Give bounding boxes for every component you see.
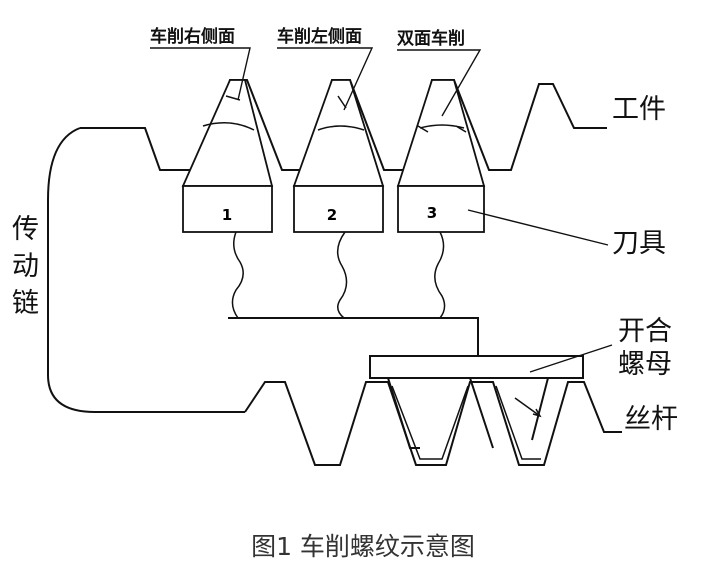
leader-both-flanks bbox=[397, 49, 482, 117]
tool-2-number: 2 bbox=[327, 206, 337, 224]
half-nut-body bbox=[369, 355, 584, 379]
label-drive-chain-2: 动 bbox=[12, 251, 39, 282]
half-nut-arrow bbox=[514, 397, 542, 418]
tool-3-flank-mark bbox=[417, 124, 467, 133]
label-drive-chain-3: 链 bbox=[12, 288, 39, 319]
tool-3-shank bbox=[434, 231, 446, 319]
label-right-flank: 车削右侧面 bbox=[150, 26, 235, 47]
tool-2: 2 bbox=[292, 79, 385, 319]
leader-left-flank bbox=[277, 47, 374, 111]
label-tool: 刀具 bbox=[612, 228, 666, 259]
label-half-nut-line2: 螺母 bbox=[618, 349, 672, 380]
tool-3: 3 bbox=[396, 79, 486, 319]
leader-tool bbox=[467, 209, 609, 246]
label-half-nut-line1: 开合 bbox=[618, 316, 672, 347]
tool-3-body bbox=[397, 185, 485, 233]
drive-chain-line bbox=[47, 127, 245, 413]
figure-caption: 图1 车削螺纹示意图 bbox=[251, 532, 475, 561]
tool-3-number: 3 bbox=[427, 204, 437, 222]
tool-1: 1 bbox=[181, 79, 274, 319]
tool-2-flank-mark bbox=[317, 95, 365, 131]
label-both-flanks: 双面车削 bbox=[397, 28, 465, 49]
label-left-flank: 车削左侧面 bbox=[277, 26, 362, 47]
carriage-link bbox=[228, 317, 479, 356]
leader-half-nut bbox=[529, 344, 613, 373]
leader-right-flank bbox=[150, 47, 251, 101]
label-drive-chain-1: 传 bbox=[12, 214, 39, 245]
label-workpiece: 工件 bbox=[612, 94, 666, 125]
tool-1-number: 1 bbox=[222, 206, 232, 224]
tool-2-body bbox=[293, 185, 384, 233]
tool-2-shank bbox=[336, 231, 348, 319]
label-lead-screw: 丝杆 bbox=[624, 404, 678, 435]
lead-screw-engaged-inner bbox=[391, 385, 541, 460]
tool-1-shank bbox=[231, 231, 244, 319]
tool-3-tip bbox=[396, 79, 486, 187]
lead-screw-profile bbox=[244, 381, 622, 466]
tool-1-body bbox=[182, 185, 273, 233]
